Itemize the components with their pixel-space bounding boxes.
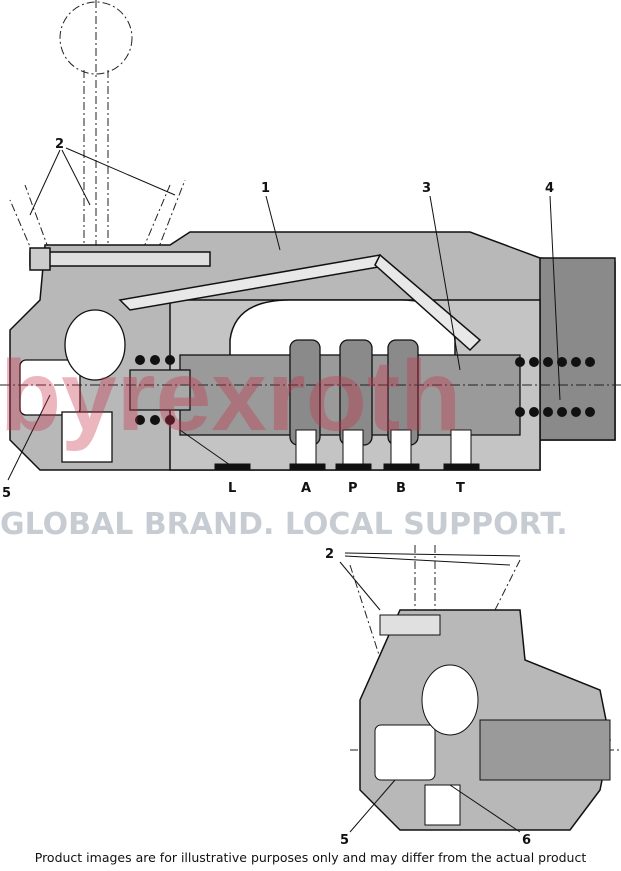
callout-3: 3 <box>422 181 431 196</box>
port-label-T: T <box>456 481 465 496</box>
watermark-brand: byrexroth <box>0 340 461 452</box>
port-channels <box>179 429 480 470</box>
port-label-B: B <box>396 481 406 496</box>
port-label-L: L <box>228 481 236 496</box>
watermark-slogan: GLOBAL BRAND. LOCAL SUPPORT. <box>0 507 568 542</box>
detail-callout-6: 6 <box>522 833 531 848</box>
port-label-P: P <box>348 481 358 496</box>
return-spring <box>135 355 595 425</box>
callout-1: 1 <box>261 181 270 196</box>
detail-callout-5: 5 <box>340 833 349 848</box>
detail-callout-2: 2 <box>325 547 334 562</box>
callout-5: 5 <box>2 486 11 501</box>
callout-4: 4 <box>545 181 554 196</box>
callout-2: 2 <box>55 137 64 152</box>
disclaimer-caption: Product images are for illustrative purp… <box>34 850 587 865</box>
callout-leaders <box>7 147 561 481</box>
detail-view <box>339 545 621 833</box>
spool <box>19 309 521 463</box>
port-label-A: A <box>301 481 311 496</box>
